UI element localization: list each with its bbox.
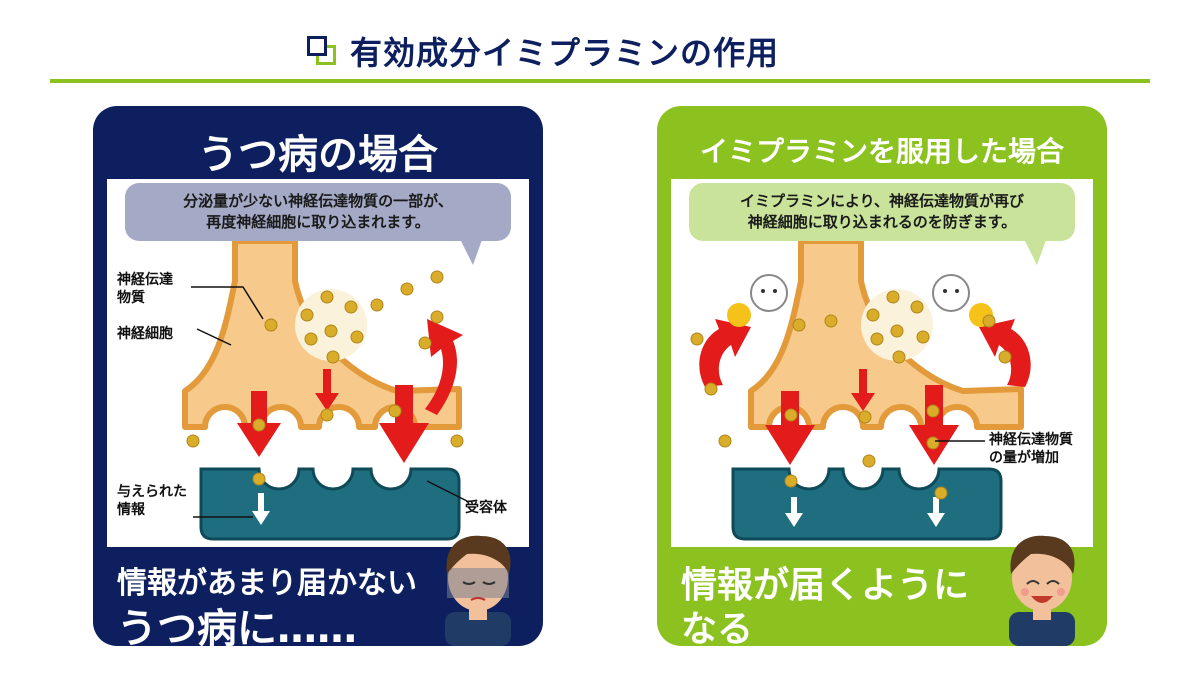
receptor xyxy=(199,467,461,541)
label-receptor: 受容体 xyxy=(465,500,507,516)
molecules xyxy=(186,270,464,486)
depression-diagram: 分泌量が少ない神経伝達物質の一部が、 再度神経細胞に取り込まれます。 神経伝達 … xyxy=(107,179,529,547)
neuron-body xyxy=(748,238,1024,430)
label-given-info: 与えられた 情報 xyxy=(117,484,187,518)
molecules xyxy=(690,290,1012,500)
happy-person-icon xyxy=(1009,535,1075,646)
label-increase: 神経伝達物質 の量が増加 xyxy=(989,432,1073,466)
depression-speech-bubble: 分泌量が少ない神経伝達物質の一部が、 再度神経細胞に取り込まれます。 xyxy=(125,183,511,241)
signal-arrow-icon xyxy=(252,493,270,525)
leader-lines xyxy=(191,286,468,518)
depression-panel-title: うつ病の場合 xyxy=(198,132,438,178)
label-neurotransmitter: 神経伝達 物質 xyxy=(117,272,173,306)
imipramine-conclusion-line1: 情報が届くように xyxy=(681,565,970,606)
page-header: 有効成分イミプラミンの作用 xyxy=(0,0,1200,90)
bubble-tail xyxy=(1023,237,1047,265)
depression-conclusion-line1: 情報があまり届かない xyxy=(117,566,417,601)
bubble-tail xyxy=(459,237,483,265)
depression-panel: うつ病の場合 xyxy=(93,106,543,652)
depression-synapse-illustration xyxy=(182,237,483,541)
imipramine-panel-title: イミプラミンを服用した場合 xyxy=(699,135,1064,168)
pill-icon xyxy=(727,274,993,327)
signal-arrow-icon xyxy=(785,497,945,527)
square-frame-icon xyxy=(307,36,337,66)
imipramine-diagram: イミプラミンにより、神経伝達物質が再び 神経細胞に取り込まれるのを防ぎます。 神… xyxy=(671,179,1093,547)
neuron-body xyxy=(182,238,462,430)
imipramine-speech-bubble: イミプラミンにより、神経伝達物質が再び 神経細胞に取り込まれるのを防ぎます。 xyxy=(689,183,1075,241)
red-arrow-icon xyxy=(699,319,1031,465)
page-title: 有効成分イミプラミンの作用 xyxy=(350,34,780,72)
depression-conclusion-line2: うつ病に…… xyxy=(117,606,357,652)
sad-person-icon xyxy=(445,535,511,646)
imipramine-conclusion-line2: なる xyxy=(681,609,754,650)
imipramine-panel: イミプラミンを服用した場合 xyxy=(657,106,1107,650)
receptor xyxy=(731,467,1003,541)
label-neuron: 神経細胞 xyxy=(117,326,173,342)
imipramine-synapse-illustration xyxy=(690,237,1047,541)
title-underline xyxy=(50,79,1150,83)
